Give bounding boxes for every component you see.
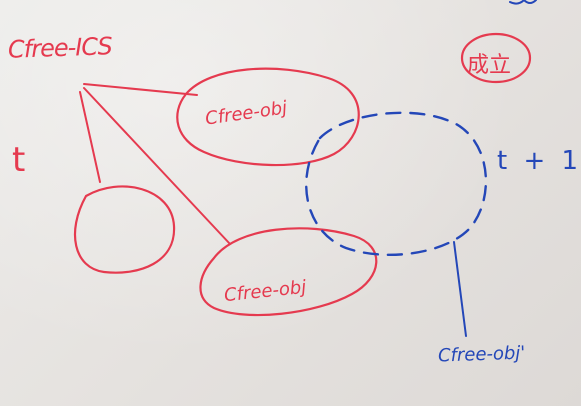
blue-line-down bbox=[453, 241, 467, 337]
top-blue-scribble bbox=[509, 0, 537, 5]
red-lower-ellipse bbox=[199, 227, 378, 317]
red-stamp-circle bbox=[460, 32, 532, 84]
red-line-to-left-circle bbox=[79, 91, 101, 183]
red-line-to-upper-ellipse bbox=[83, 83, 198, 96]
blue-dashed-circle bbox=[305, 111, 488, 257]
red-line-to-lower-ellipse bbox=[83, 87, 231, 245]
red-upper-ellipse bbox=[176, 67, 360, 167]
red-left-circle bbox=[73, 185, 176, 274]
